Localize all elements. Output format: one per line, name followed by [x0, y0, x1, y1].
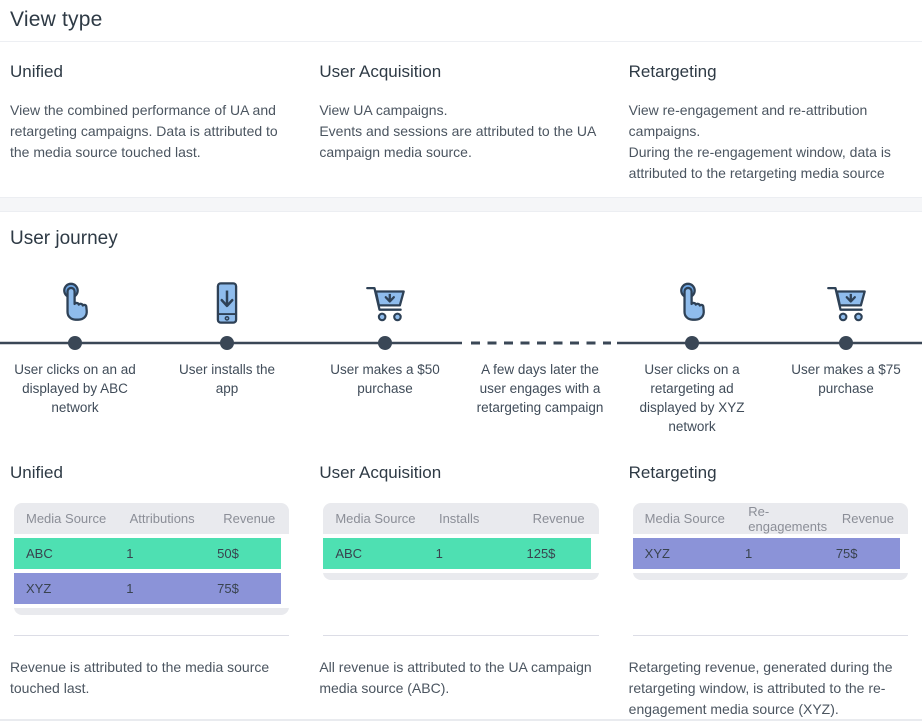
journey-step-label: User installs the app	[178, 362, 276, 396]
view-type-section-header: View type	[0, 0, 922, 32]
column-header: Revenue	[532, 511, 585, 526]
column-header: Installs	[438, 511, 480, 526]
column-header: Revenue	[223, 511, 276, 526]
retargeting-description: View re-engagement and re-attribution ca…	[628, 102, 891, 181]
attributions-cell: 1	[126, 546, 134, 561]
result-tables-section: Unified Media Source Attributions Revenu…	[0, 457, 922, 720]
user-journey-title: User journey	[10, 228, 118, 249]
revenue-cell: 125$	[526, 546, 556, 561]
table-header-row: Media Source Installs Revenue	[323, 503, 598, 534]
view-type-columns: Unified View the combined performance of…	[0, 42, 922, 184]
title-divider	[0, 41, 922, 42]
user-journey-section: User journey	[0, 212, 922, 457]
table-row: ABC 1 125$	[323, 538, 591, 569]
table-row-track: ABC 1 50$	[14, 534, 290, 569]
journey-step-label: User makes a $50 purchase	[330, 362, 440, 396]
table-row-track: ABC 1 125$	[323, 534, 599, 573]
unified-description: View the combined performance of UA and …	[10, 102, 278, 160]
revenue-cell: 75$	[835, 546, 858, 561]
re-engagements-cell: 1	[744, 546, 753, 561]
page-title: View type	[10, 8, 103, 31]
retargeting-table: Media Source Re-engagements Revenue XYZ …	[632, 503, 908, 580]
retargeting-table-heading: Retargeting	[628, 463, 717, 482]
table-row: ABC 1 50$	[14, 538, 282, 569]
unified-heading: Unified	[10, 62, 63, 81]
table-header-row: Media Source Re-engagements Revenue	[633, 503, 908, 534]
column-divider	[323, 635, 599, 636]
unified-table-zone: Media Source Attributions Revenue ABC 1 …	[10, 503, 293, 621]
table-row-track: XYZ 1 75$	[632, 534, 908, 573]
column-divider	[632, 635, 908, 636]
table-row: XYZ 1 75$	[632, 538, 900, 569]
user-acquisition-description: View UA campaigns. Events and sessions a…	[319, 102, 596, 160]
retargeting-note: Retargeting revenue, generated during th…	[628, 659, 893, 717]
revenue-cell: 50$	[217, 546, 239, 561]
user-acquisition-table-column: User Acquisition Media Source Installs R…	[319, 463, 602, 720]
timeline-line	[0, 336, 922, 350]
column-header: Media Source	[644, 511, 725, 526]
cart-icon	[362, 280, 408, 326]
column-divider	[14, 635, 290, 636]
column-header: Revenue	[841, 511, 894, 526]
phone-install-icon	[204, 280, 250, 326]
view-type-retargeting: Retargeting View re-engagement and re-at…	[629, 62, 912, 184]
column-header: Attributions	[129, 511, 195, 526]
page-bottom-divider	[0, 719, 922, 721]
column-header: Media Source	[26, 511, 107, 526]
cart-icon	[823, 280, 869, 326]
retargeting-heading: Retargeting	[628, 62, 717, 81]
journey-step-label: A few days later the user engages with a…	[476, 362, 604, 415]
unified-table: Media Source Attributions Revenue ABC 1 …	[14, 503, 290, 615]
table-header-row: Media Source Attributions Revenue	[14, 503, 289, 534]
user-acquisition-note: All revenue is attributed to the UA camp…	[319, 659, 592, 696]
journey-step-label: User clicks on a retargeting ad displaye…	[639, 362, 745, 434]
retargeting-table-column: Retargeting Media Source Re-engagements …	[629, 463, 912, 720]
table-row: XYZ 1 75$	[14, 573, 282, 604]
tap-icon	[52, 280, 98, 326]
installs-cell: 1	[435, 546, 443, 561]
retargeting-table-zone: Media Source Re-engagements Revenue XYZ …	[629, 503, 912, 621]
media-source-cell: XYZ	[26, 581, 52, 596]
media-source-cell: XYZ	[644, 546, 670, 561]
view-type-user-acquisition: User Acquisition View UA campaigns. Even…	[319, 62, 602, 184]
journey-step-label: User clicks on an ad displayed by ABC ne…	[14, 362, 136, 415]
column-header: Media Source	[335, 511, 416, 526]
media-source-cell: ABC	[26, 546, 53, 561]
user-acquisition-table: Media Source Installs Revenue ABC 1 125$	[323, 503, 599, 580]
unified-table-column: Unified Media Source Attributions Revenu…	[10, 463, 293, 720]
column-header: Re-engagements	[748, 503, 828, 534]
media-source-cell: ABC	[335, 546, 363, 561]
attributions-cell: 1	[126, 581, 134, 596]
section-divider-band	[0, 197, 922, 212]
user-acquisition-heading: User Acquisition	[319, 62, 442, 81]
tap-icon	[669, 280, 715, 326]
user-acquisition-table-heading: User Acquisition	[319, 463, 442, 482]
unified-table-heading: Unified	[10, 463, 63, 482]
user-acquisition-table-zone: Media Source Installs Revenue ABC 1 125$	[319, 503, 602, 621]
table-row-track: XYZ 1 75$	[14, 569, 290, 608]
unified-note: Revenue is attributed to the media sourc…	[10, 659, 270, 696]
journey-step-label: User makes a $75 purchase	[791, 362, 901, 396]
view-type-unified: Unified View the combined performance of…	[10, 62, 293, 184]
revenue-cell: 75$	[217, 581, 239, 596]
